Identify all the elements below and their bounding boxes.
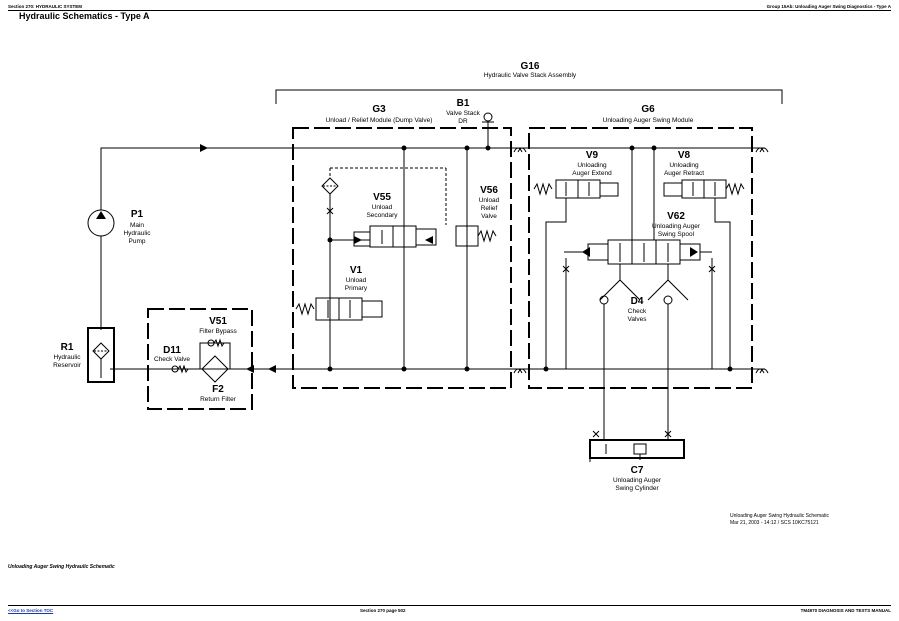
p1-pump-symbol <box>87 209 115 237</box>
c7-line2: Swing Cylinder <box>615 485 659 492</box>
pressure-line <box>100 144 769 330</box>
footer-rule <box>8 605 891 606</box>
d4-line2: Valves <box>627 316 647 323</box>
v62-line1: Unloading Auger <box>652 223 701 230</box>
g16-label: G16 <box>521 61 540 72</box>
f2-label: F2 <box>212 384 224 395</box>
g6-label: G6 <box>641 104 655 115</box>
figure-note-line2: Mar 21, 2003 - 14:12 / SCS 10KC75121 <box>730 520 819 526</box>
d11-label: D11 <box>163 345 181 356</box>
v51-label: V51 <box>209 316 227 327</box>
g3-label: G3 <box>372 104 386 115</box>
footer-page-number: Section 270 page 502 <box>360 608 406 613</box>
return-line <box>110 365 769 374</box>
v62-line2: Swing Spool <box>658 231 695 238</box>
c7-cylinder-symbol <box>589 430 685 462</box>
footer-toc-link[interactable]: <<Go to Section TOC <box>8 608 54 613</box>
figure-caption: Unloading Auger Swing Hydraulic Schemati… <box>8 564 115 570</box>
g6-name: Unloading Auger Swing Module <box>603 117 694 124</box>
r1-reservoir-symbol <box>87 327 115 383</box>
g3-name: Unload / Relief Module (Dump Valve) <box>326 117 433 124</box>
filter-module-box <box>147 308 253 410</box>
header-rule <box>8 10 891 11</box>
r1-line1: Hydraulic <box>53 354 81 361</box>
v56-line2: Relief <box>481 205 498 212</box>
figure-note-line1: Unloading Auger Swing Hydraulic Schemati… <box>730 513 829 519</box>
v56-label: V56 <box>480 185 498 196</box>
g6-internals <box>533 145 745 440</box>
header-section: Section 270: HYDRAULIC SYSTEM <box>8 4 83 9</box>
d4-label: D4 <box>631 296 644 307</box>
f2-name: Return Filter <box>200 396 237 403</box>
p1-label: P1 <box>131 209 144 220</box>
v55-line2: Secondary <box>366 212 398 219</box>
filter-assembly-symbol <box>171 338 231 383</box>
g16-bracket <box>275 89 783 104</box>
header-group: Group 15Ab: Unloading Auger Swing Diagno… <box>766 4 891 9</box>
g3-module-box <box>292 127 512 389</box>
r1-line2: Reservoir <box>53 362 82 369</box>
v1-label: V1 <box>350 265 363 276</box>
c7-label: C7 <box>631 465 644 476</box>
v55-label: V55 <box>373 192 391 203</box>
v56-line3: Valve <box>481 213 497 220</box>
page-title: Hydraulic Schematics - Type A <box>19 11 150 21</box>
g3-internals <box>295 145 497 372</box>
v8-label: V8 <box>678 150 691 161</box>
d11-name: Check Valve <box>154 356 190 363</box>
v56-line1: Unload <box>479 197 500 204</box>
b1-line1: Valve Stack <box>446 110 481 117</box>
v8-line2: Auger Retract <box>664 170 704 177</box>
p1-line1: Main <box>130 222 144 229</box>
g16-name: Hydraulic Valve Stack Assembly <box>484 72 577 79</box>
r1-label: R1 <box>61 342 74 353</box>
b1-line2: DR <box>458 118 468 125</box>
v9-line2: Auger Extend <box>572 170 612 177</box>
b1-valve-symbol <box>482 112 494 151</box>
d4-line1: Check <box>628 308 647 315</box>
footer-manual-title: TM4970 DIAGNOSIS AND TESTS MANUAL <box>800 608 891 613</box>
v8-line1: Unloading <box>669 162 699 169</box>
p1-line2: Hydraulic <box>123 230 151 237</box>
b1-label: B1 <box>457 98 470 109</box>
g6-module-box <box>528 127 753 389</box>
v55-line1: Unload <box>372 204 393 211</box>
p1-line3: Pump <box>129 238 146 245</box>
v9-label: V9 <box>586 150 599 161</box>
v62-label: V62 <box>667 211 685 222</box>
c7-line1: Unloading Auger <box>613 477 662 484</box>
v51-name: Filter Bypass <box>199 328 237 335</box>
v1-line1: Unload <box>346 277 367 284</box>
v1-line2: Primary <box>345 285 368 292</box>
v9-line1: Unloading <box>577 162 607 169</box>
